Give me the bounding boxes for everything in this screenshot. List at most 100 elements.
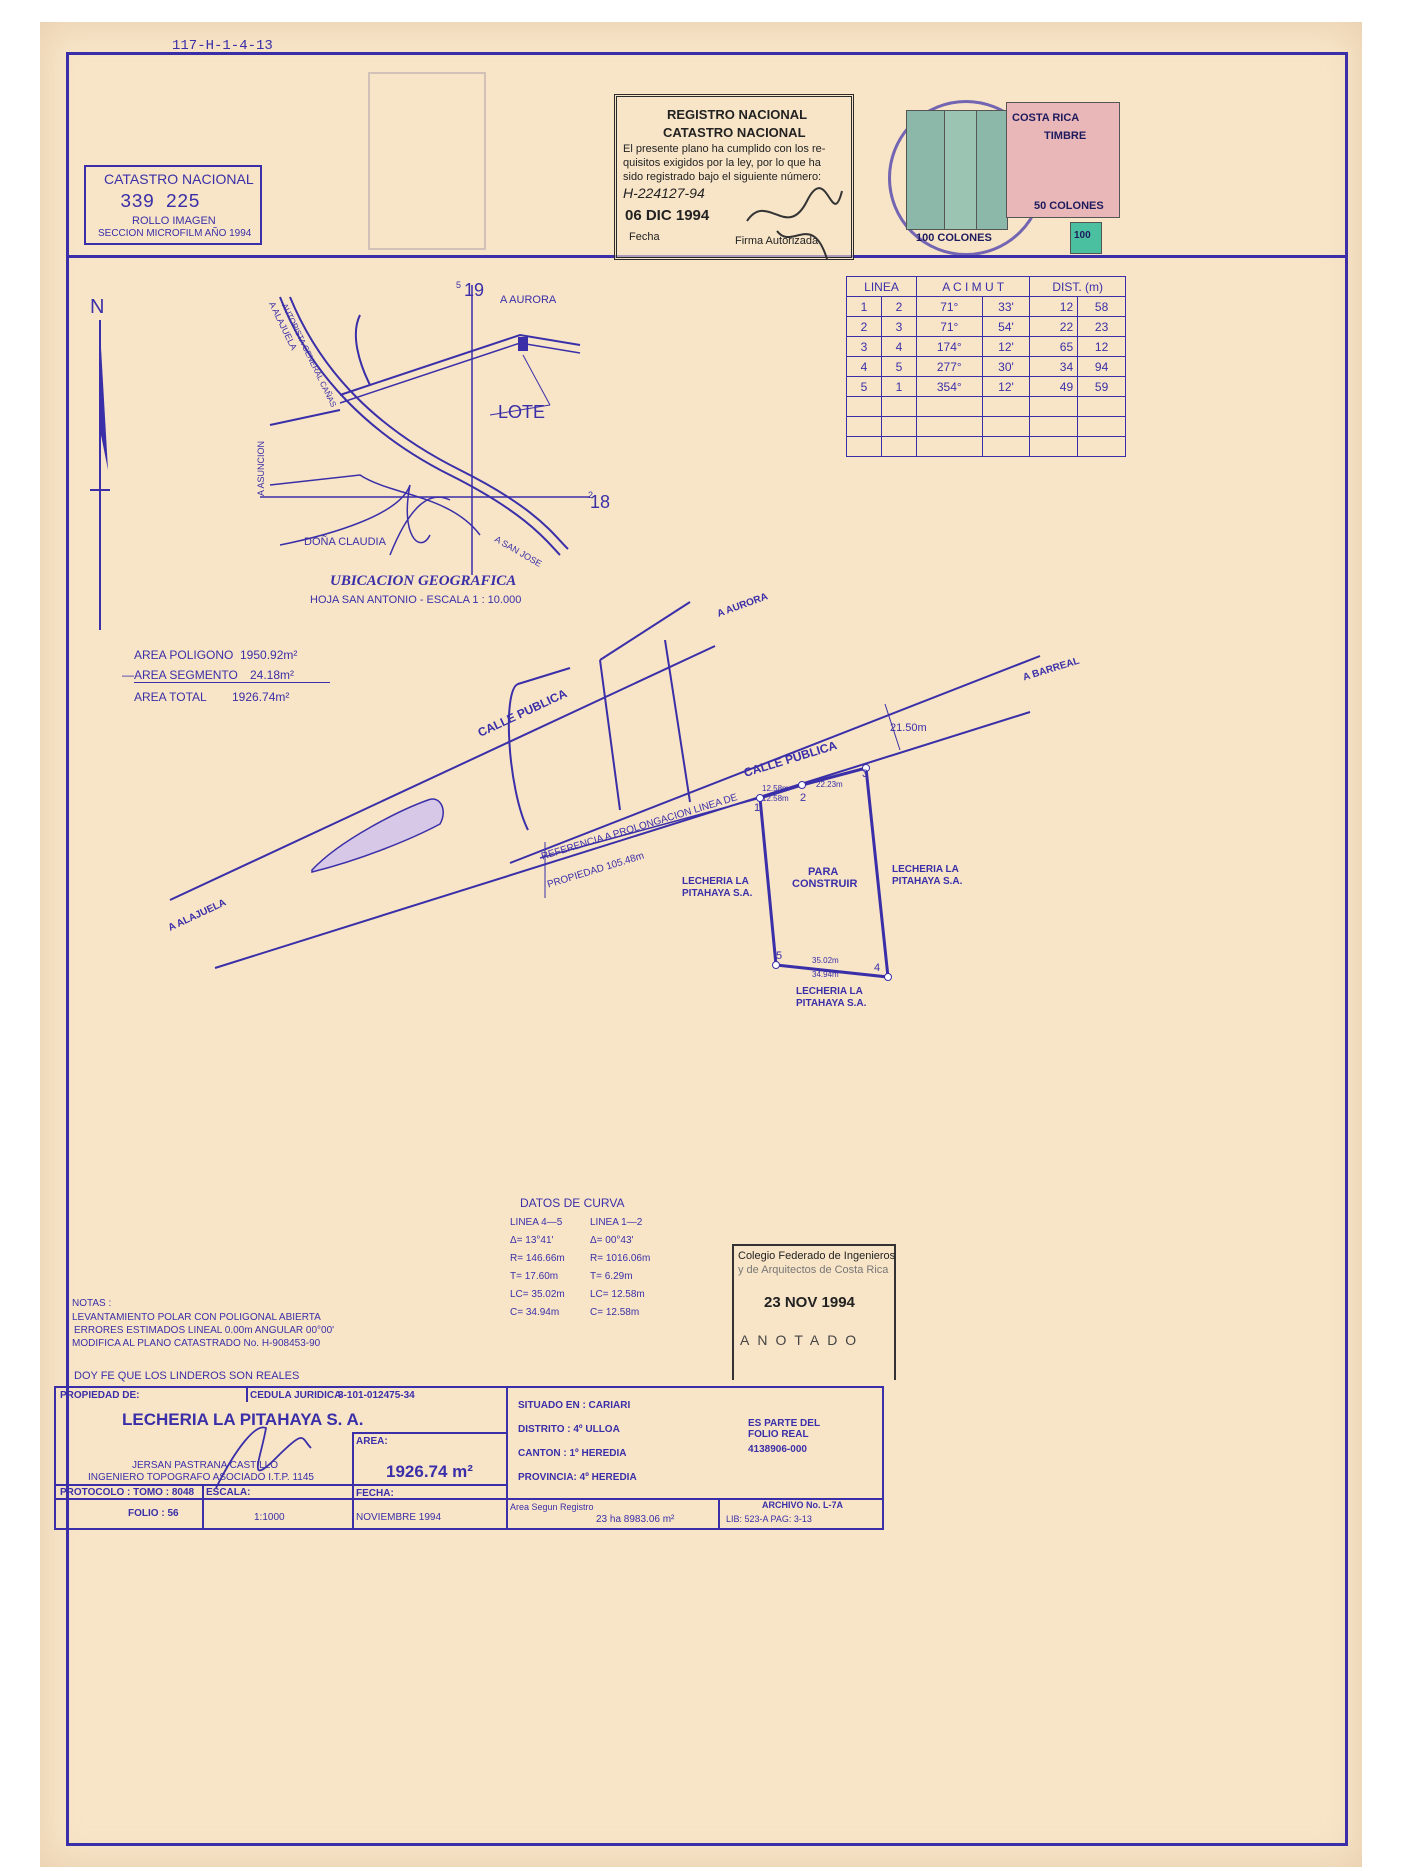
tb-area-label: AREA: xyxy=(356,1436,388,1447)
azimuth-cell xyxy=(1077,396,1126,417)
map-label-lote: LOTE xyxy=(498,402,546,422)
azimuth-cell: 354° xyxy=(915,376,983,397)
tb-area-registro-value: 23 ha 8983.06 m² xyxy=(596,1514,675,1525)
azimuth-cell: 59 xyxy=(1077,376,1126,397)
tb-protocolo: PROTOCOLO : TOMO : 8048 xyxy=(60,1487,195,1498)
azimuth-empty-row xyxy=(846,436,1126,457)
azimuth-cell xyxy=(880,416,917,437)
azimuth-cell: 1 xyxy=(846,296,882,317)
azimuth-cell xyxy=(981,436,1031,457)
plan-d1b: 12.58m xyxy=(762,794,789,803)
doy-fe: DOY FE QUE LOS LINDEROS SON REALES xyxy=(74,1370,300,1382)
azimuth-cell: 33' xyxy=(981,296,1031,317)
tb-owner: LECHERIA LA PITAHAYA S. A. xyxy=(122,1410,364,1429)
azimuth-cell: 71° xyxy=(915,296,983,317)
azimuth-header-acimut: A C I M U T xyxy=(915,276,1031,297)
plan-para: PARA xyxy=(808,866,839,878)
area-poligono-label: AREA POLIGONO xyxy=(134,648,234,662)
stamp-50-colones-label: 50 COLONES xyxy=(1034,200,1104,212)
azimuth-cell: 277° xyxy=(915,356,983,377)
azimuth-cell: 58 xyxy=(1077,296,1126,317)
curva-line: T= 6.29m xyxy=(590,1271,633,1282)
curva-line: LINEA 1—2 xyxy=(590,1217,643,1228)
registro-nacional-stamp: REGISTRO NACIONAL CATASTRO NACIONAL El p… xyxy=(614,94,854,260)
curva-line: R= 1016.06m xyxy=(590,1253,651,1264)
azimuth-cell xyxy=(846,436,882,457)
north-label: N xyxy=(90,296,105,318)
azimuth-cell: 34 xyxy=(1029,356,1079,377)
tb-cedula-label: CEDULA JURIDICA xyxy=(250,1390,342,1401)
azimuth-cell xyxy=(846,396,882,417)
curva-line: Δ= 13°41' xyxy=(510,1235,554,1246)
plan-lecheria-east-2: PITAHAYA S.A. xyxy=(892,876,963,887)
azimuth-cell: 4 xyxy=(846,356,882,377)
sheet-code: 117-H-1-4-13 xyxy=(172,38,273,54)
plan-point-4: 4 xyxy=(874,962,881,974)
azimuth-cell xyxy=(915,436,983,457)
plan-d2: 22.23m xyxy=(816,780,843,789)
tb-archivo: ARCHIVO No. L-7A xyxy=(762,1500,843,1510)
tb-canton: CANTON : 1º HEREDIA xyxy=(518,1448,627,1459)
tb-distrito: DISTRITO : 4º ULLOA xyxy=(518,1424,620,1435)
drawing-border xyxy=(66,52,1348,1846)
colegio-bottom: ANOTADO xyxy=(740,1332,865,1348)
plan-d4: 34.94m xyxy=(812,970,839,979)
notas-title: NOTAS : xyxy=(72,1298,112,1309)
tb-es-parte-1: ES PARTE DEL xyxy=(748,1418,821,1429)
curva-line: Δ= 00°43' xyxy=(590,1235,634,1246)
curva-line: T= 17.60m xyxy=(510,1271,559,1282)
notas-line2: ERRORES ESTIMADOS LINEAL 0.00m ANGULAR 0… xyxy=(74,1325,335,1336)
azimuth-empty-row xyxy=(846,416,1126,437)
plan-point-5: 5 xyxy=(776,950,783,962)
registro-line2: CATASTRO NACIONAL xyxy=(663,125,806,140)
notas-line1: LEVANTAMIENTO POLAR CON POLIGONAL ABIERT… xyxy=(72,1312,321,1323)
colegio-line2: y de Arquitectos de Costa Rica xyxy=(738,1264,889,1276)
plan-d1: 12.58m xyxy=(762,784,789,793)
azimuth-cell: 2 xyxy=(880,296,917,317)
registro-line1: REGISTRO NACIONAL xyxy=(667,107,808,122)
map-label-5: 5 xyxy=(456,280,462,290)
location-map xyxy=(260,285,590,575)
curva-line: LC= 12.58m xyxy=(590,1289,645,1300)
registro-number: H-224127-94 xyxy=(623,185,705,201)
plan-point-1: 1 xyxy=(754,802,761,814)
azimuth-cell: 4 xyxy=(880,336,917,357)
tb-area-registro-label: Area Segun Registro xyxy=(510,1502,594,1512)
azimuth-cell: 174° xyxy=(915,336,983,357)
tb-fecha-value: NOVIEMBRE 1994 xyxy=(356,1512,442,1523)
tb-area-value: 1926.74 m² xyxy=(386,1462,473,1481)
map-label-18: 18 xyxy=(590,492,611,512)
azimuth-cell: 22 xyxy=(1029,316,1079,337)
azimuth-cell xyxy=(880,396,917,417)
azimuth-cell: 23 xyxy=(1077,316,1126,337)
tb-escala-value: 1:1000 xyxy=(254,1512,285,1523)
curva-title: DATOS DE CURVA xyxy=(520,1196,625,1210)
curva-line: LINEA 4—5 xyxy=(510,1217,563,1228)
azimuth-cell: 3 xyxy=(846,336,882,357)
curva-line: LC= 35.02m xyxy=(510,1289,565,1300)
stamp-50-colones xyxy=(1006,102,1120,218)
registro-line3: El presente plano ha cumplido con los re… xyxy=(623,143,826,155)
azimuth-cell xyxy=(981,396,1031,417)
colegio-date: 23 NOV 1994 xyxy=(764,1294,855,1311)
area-total-value: 1926.74m² xyxy=(232,690,290,704)
azimuth-empty-row xyxy=(846,396,1126,417)
registro-date: 06 DIC 1994 xyxy=(625,207,710,224)
stamp-costa-rica: COSTA RICA xyxy=(1012,112,1080,124)
tb-engineer-2: INGENIERO TOPOGRAFO ASOCIADO I.T.P. 1145 xyxy=(88,1472,314,1483)
curva-line: C= 12.58m xyxy=(590,1307,640,1318)
azimuth-cell: 65 xyxy=(1029,336,1079,357)
azimuth-cell xyxy=(1029,436,1079,457)
azimuth-cell xyxy=(880,436,917,457)
tb-escala-label: ESCALA: xyxy=(206,1487,251,1498)
tb-lib: LIB: 523-A PAG: 3-13 xyxy=(726,1514,812,1524)
azimuth-cell xyxy=(1029,416,1079,437)
stamp-timbre: TIMBRE xyxy=(1044,130,1087,142)
